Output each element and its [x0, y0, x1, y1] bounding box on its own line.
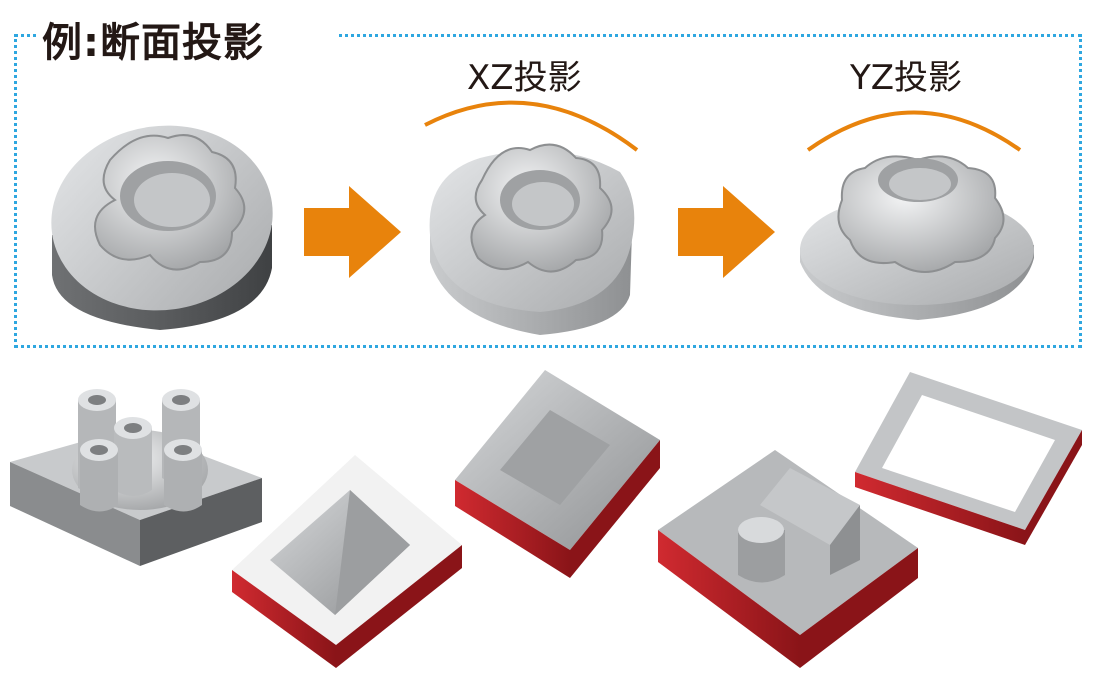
part-pocket-illustration	[455, 370, 660, 578]
part-pyramid-illustration	[232, 455, 462, 668]
yz-projection-label: YZ投影	[850, 58, 963, 98]
arrow-right-icon	[304, 186, 401, 278]
arc-icon	[806, 110, 1022, 152]
xz-projection-illustration	[424, 100, 639, 335]
part-block-illustration	[658, 450, 918, 668]
part-frame-illustration	[855, 372, 1082, 545]
yz-projection-illustration	[800, 110, 1034, 320]
part-bosses-illustration	[10, 389, 262, 566]
title-background	[36, 6, 338, 62]
arrow-right-icon	[678, 186, 775, 278]
xz-projection-label: XZ投影	[467, 58, 582, 98]
page-title: 例:断面投影	[42, 20, 264, 66]
original-part-illustration	[51, 125, 273, 330]
example-frame	[14, 34, 1082, 348]
arc-icon	[424, 100, 639, 152]
